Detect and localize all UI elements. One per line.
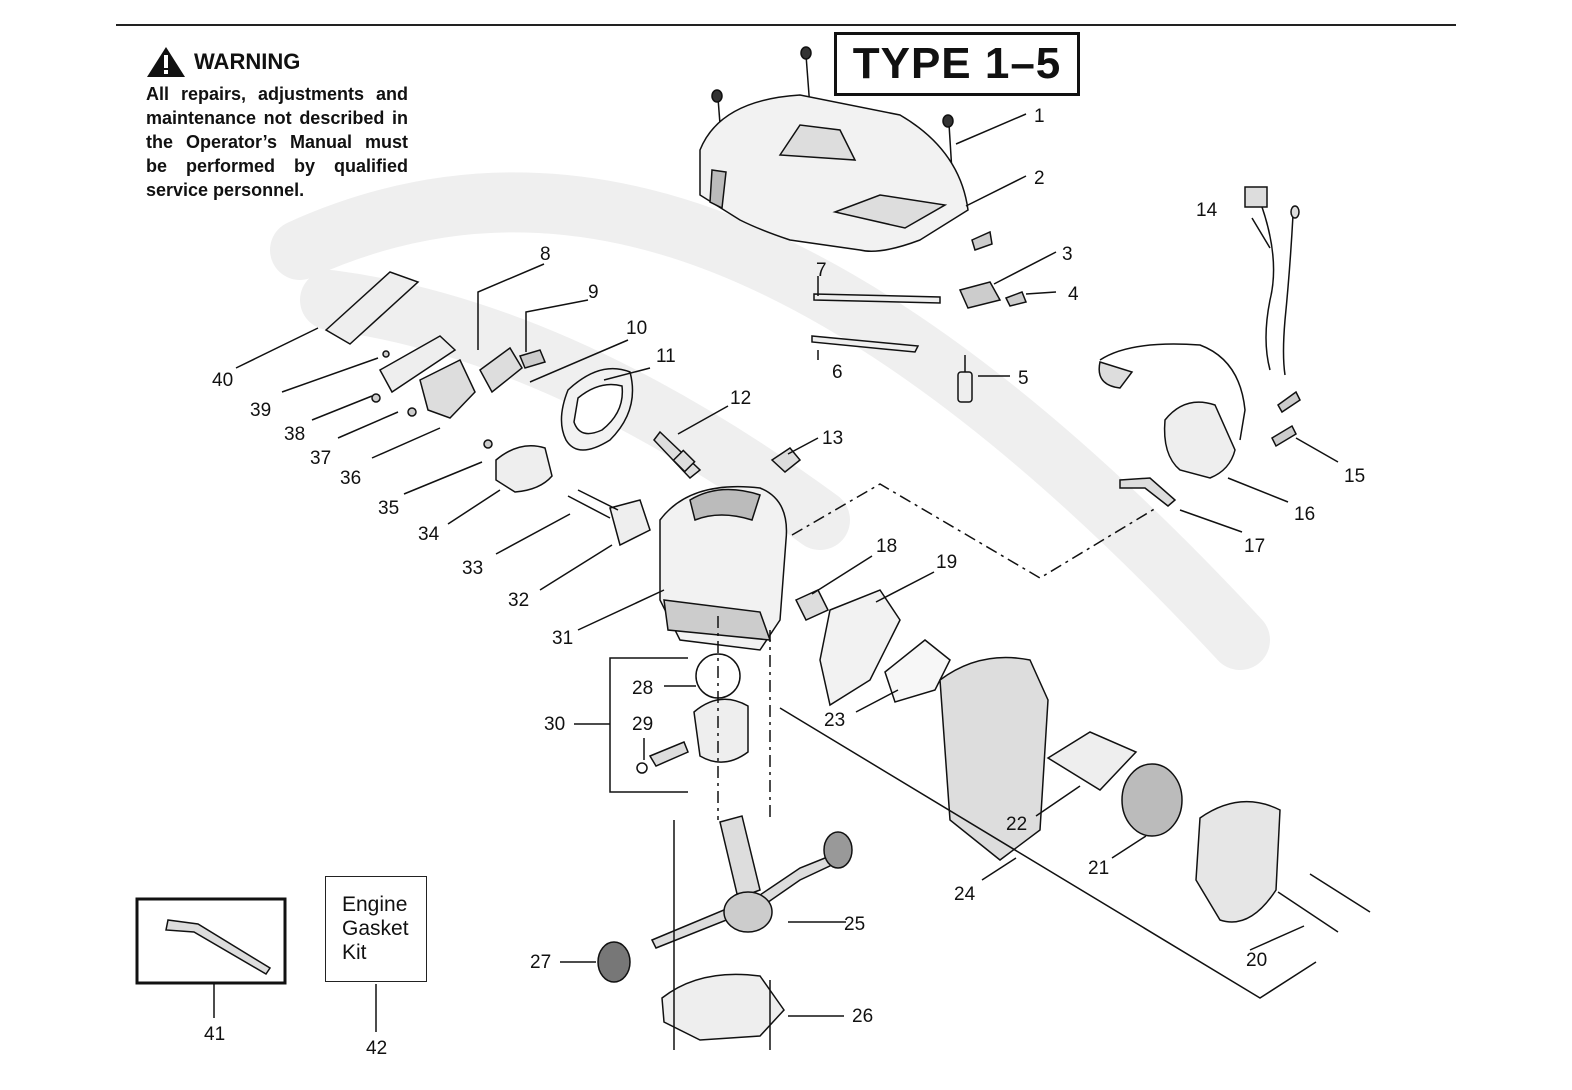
pin-part-4	[1004, 291, 1028, 307]
gasket-part-32	[609, 499, 651, 547]
bolt-part-15	[1271, 390, 1301, 448]
part-label-27: 27	[530, 952, 551, 973]
spark-screen-plate-part-22	[1046, 731, 1138, 791]
part-label-3: 3	[1062, 244, 1073, 265]
part-label-17: 17	[1244, 536, 1265, 557]
muffler-housing-part-24	[939, 656, 1049, 861]
cylinder-part-31	[659, 485, 788, 651]
part-label-7: 7	[816, 260, 827, 281]
nut-part-38	[371, 393, 381, 403]
part-label-25: 25	[844, 914, 865, 935]
spark-screen-part-21	[1121, 763, 1183, 837]
part-label-42: 42	[366, 1038, 387, 1059]
bracket-part-17	[1119, 477, 1177, 507]
part-label-31: 31	[552, 628, 573, 649]
tool-box-part-41	[135, 897, 287, 985]
ignition-module-part-16	[1098, 343, 1246, 479]
bushing-part-18	[794, 589, 830, 621]
part-label-4: 4	[1068, 284, 1079, 305]
part-label-36: 36	[340, 468, 361, 489]
cylinder-cover-part-2	[699, 94, 969, 252]
part-label-16: 16	[1294, 504, 1315, 525]
part-label-15: 15	[1344, 466, 1365, 487]
bolt-part-20-pair	[1277, 873, 1371, 933]
part-label-39: 39	[250, 400, 271, 421]
part-label-10: 10	[626, 318, 647, 339]
rod-part-7	[813, 293, 941, 304]
plate-part-19	[819, 589, 901, 707]
warning-triangle-icon	[147, 47, 185, 77]
part-label-8: 8	[540, 244, 551, 265]
part-label-26: 26	[852, 1006, 873, 1027]
part-label-37: 37	[310, 448, 331, 469]
part-label-1: 1	[1034, 106, 1045, 127]
bolt-part-33	[567, 489, 619, 519]
crankcase-part-26	[661, 973, 785, 1041]
crankshaft-part-25	[650, 815, 836, 949]
part-label-40: 40	[212, 370, 233, 391]
intake-part-8	[479, 346, 523, 394]
part-label-9: 9	[588, 282, 599, 303]
part-label-11: 11	[656, 346, 676, 367]
bearing-part-crank	[823, 831, 853, 869]
part-label-30: 30	[544, 714, 565, 735]
circlip-part-29	[636, 762, 648, 774]
part-label-14: 14	[1196, 200, 1218, 221]
manifold-part-34	[495, 445, 553, 493]
part-label-38: 38	[284, 424, 305, 445]
muffler-cover-part-20	[1195, 800, 1281, 923]
part-label-24: 24	[954, 884, 976, 905]
part-label-18: 18	[876, 536, 897, 557]
nut-part-39	[382, 350, 390, 358]
part-label-23: 23	[824, 710, 845, 731]
carburetor-part-36	[378, 335, 476, 419]
warning-block: WARNING All repairs, adjustments and mai…	[146, 46, 408, 202]
part-label-29: 29	[632, 714, 653, 735]
rod-part-6	[811, 335, 920, 353]
warning-heading: WARNING	[146, 46, 408, 78]
clip-part-3	[958, 230, 1002, 309]
part-label-35: 35	[378, 498, 399, 519]
top-rule	[116, 24, 1456, 26]
screw-part-35	[483, 439, 493, 449]
screw-part-37	[407, 407, 417, 417]
combination-wrench-icon	[165, 919, 272, 976]
part-label-20: 20	[1246, 950, 1267, 971]
part-label-32: 32	[508, 590, 529, 611]
gasket-part-23	[884, 639, 951, 703]
wire-harness-part-14	[1244, 186, 1300, 376]
part-label-5: 5	[1018, 368, 1029, 389]
type-label: TYPE 1–5	[834, 32, 1080, 96]
part-label-34: 34	[418, 524, 440, 545]
clamp-part-9	[518, 349, 547, 369]
wrist-pin-part-29	[648, 741, 689, 767]
part-label-28: 28	[632, 678, 653, 699]
spark-plug-part-12	[653, 430, 702, 480]
part-label-2: 2	[1034, 168, 1045, 189]
piston-assembly-bracket-30	[609, 657, 688, 793]
part-label-12: 12	[730, 388, 751, 409]
part-label-33: 33	[462, 558, 483, 579]
cap-part-13	[770, 447, 802, 473]
part-label-41: 41	[204, 1024, 225, 1045]
warning-title: WARNING	[194, 49, 301, 74]
piston-part	[693, 698, 749, 763]
part-label-13: 13	[822, 428, 843, 449]
boot-part-10-11	[560, 367, 634, 451]
warning-text: All repairs, adjustments and maintenance…	[146, 84, 408, 200]
part-label-6: 6	[832, 362, 843, 383]
fitting-part-5	[957, 355, 973, 403]
bearing-part-27	[597, 941, 631, 983]
part-label-22: 22	[1006, 814, 1027, 835]
air-filter-part-40	[324, 271, 420, 345]
part-label-19: 19	[936, 552, 957, 573]
part-label-21: 21	[1088, 858, 1109, 879]
engine-gasket-kit-box: Engine Gasket Kit	[325, 876, 427, 982]
